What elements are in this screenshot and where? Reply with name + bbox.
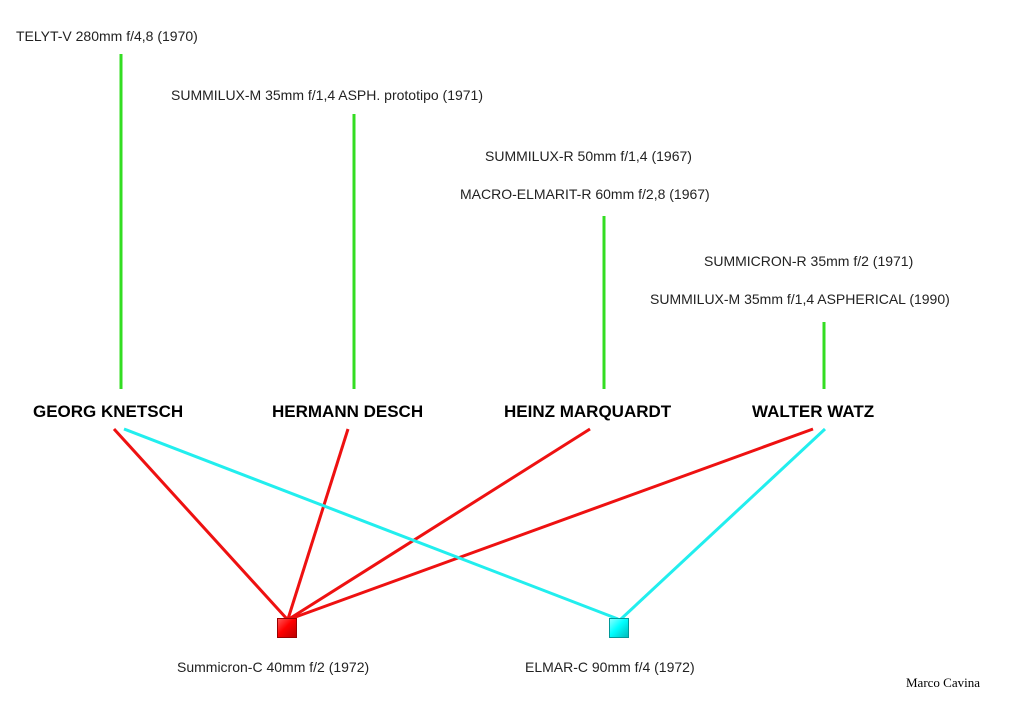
link-desch-summicron bbox=[286, 428, 350, 620]
link-knetsch-summicron bbox=[112, 427, 289, 621]
designer-heinz-marquardt: HEINZ MARQUARDT bbox=[504, 402, 672, 421]
lens-label-summilux-r: SUMMILUX-R 50mm f/1,4 (1967) bbox=[485, 148, 692, 164]
link-marquardt-summicron bbox=[288, 427, 591, 621]
link-knetsch-elmar bbox=[123, 427, 619, 621]
elmar-box bbox=[609, 618, 629, 638]
lens-label-summicron-r: SUMMICRON-R 35mm f/2 (1971) bbox=[704, 253, 914, 269]
product-label-summicron-c: Summicron-C 40mm f/2 (1972) bbox=[177, 659, 370, 675]
designer-hermann-desch: HERMANN DESCH bbox=[272, 402, 424, 421]
lens-label-telyt: TELYT-V 280mm f/4,8 (1970) bbox=[16, 28, 198, 44]
product-label-elmar-c: ELMAR-C 90mm f/4 (1972) bbox=[525, 659, 695, 675]
lens-label-summilux-m-proto: SUMMILUX-M 35mm f/1,4 ASPH. prototipo (1… bbox=[171, 87, 483, 103]
lens-label-summilux-m-asph: SUMMILUX-M 35mm f/1,4 ASPHERICAL (1990) bbox=[650, 291, 950, 307]
summicron-box bbox=[277, 618, 297, 638]
link-watz-elmar bbox=[619, 427, 827, 621]
designer-georg-knetsch: GEORG KNETSCH bbox=[33, 402, 184, 421]
author-credit: Marco Cavina bbox=[906, 675, 981, 690]
designer-walter-watz: WALTER WATZ bbox=[752, 402, 875, 421]
lens-label-macro-elmarit: MACRO-ELMARIT-R 60mm f/2,8 (1967) bbox=[460, 186, 710, 202]
link-watz-summicron bbox=[289, 427, 814, 621]
